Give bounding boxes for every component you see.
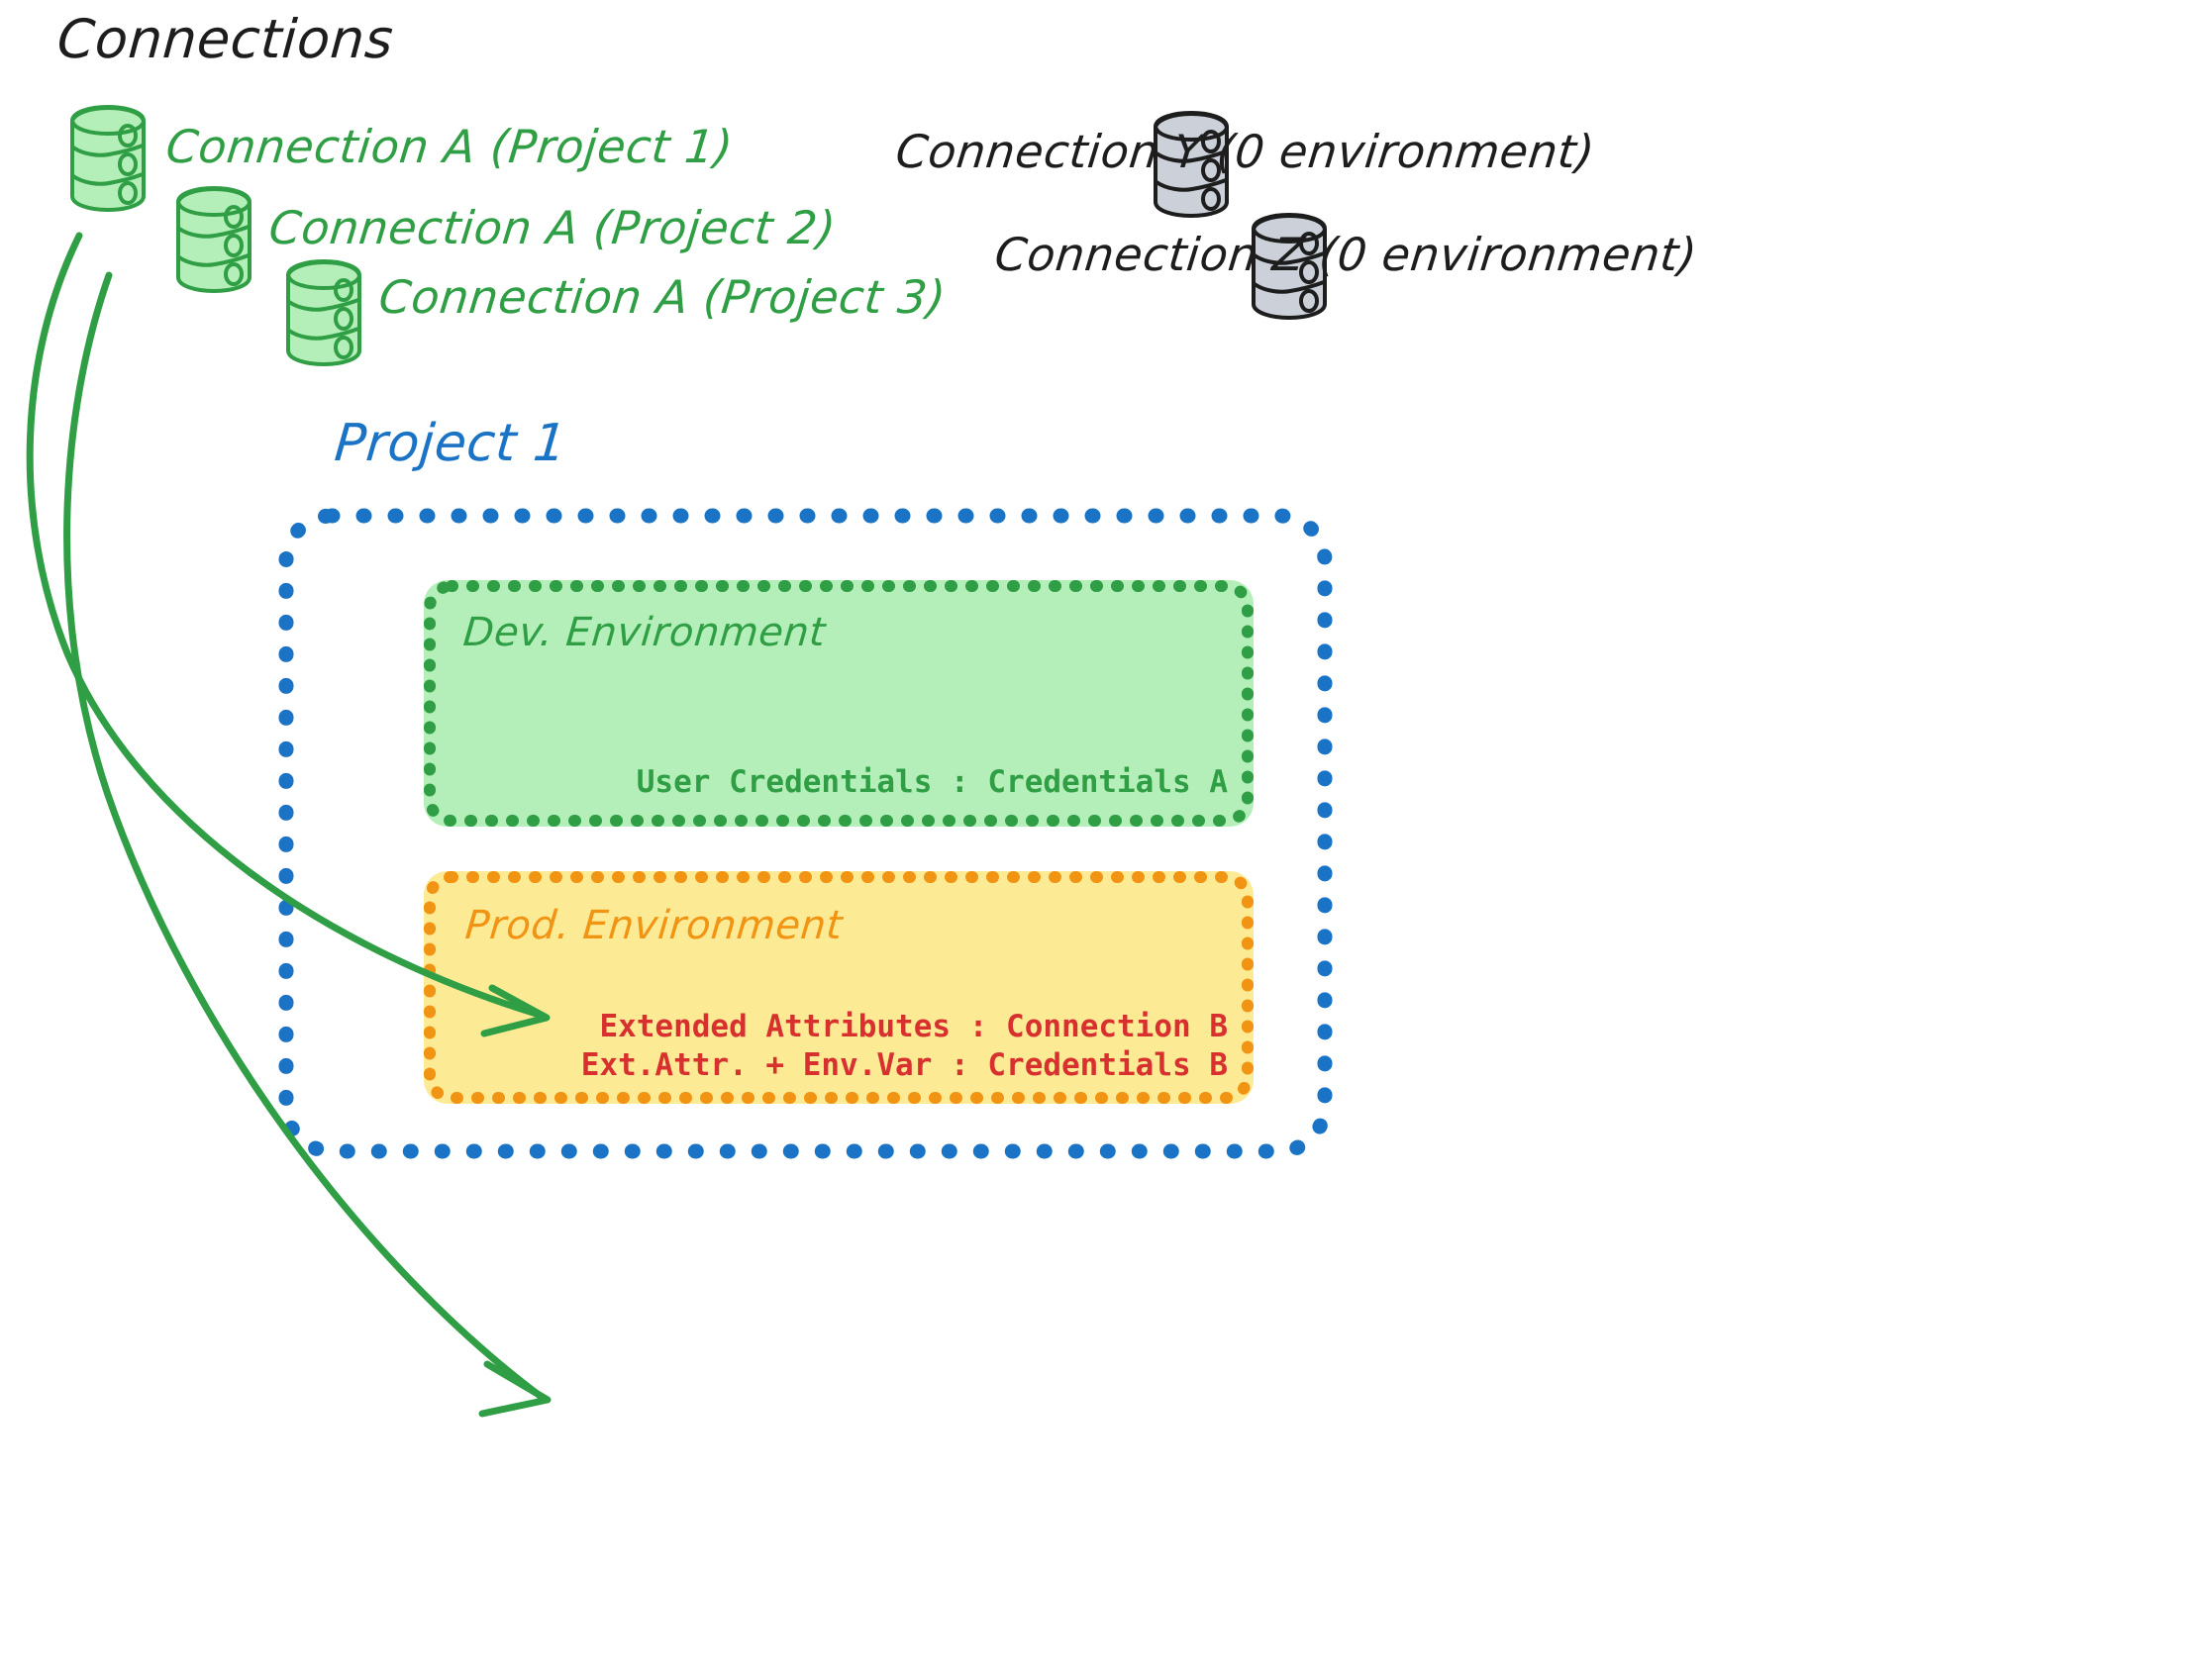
connection-label-a-project-1: Connection A (Project 1) [163, 120, 736, 173]
database-icon [281, 257, 366, 368]
dev-row-user-credentials: User Credentials : Credentials A [636, 764, 1228, 801]
dev-environment-heading: Dev. Environment [460, 610, 828, 655]
project-container [278, 508, 1333, 1159]
prod-row-extended-attributes: Extended Attributes : Connection B [599, 1008, 1228, 1044]
connection-label-a-project-3: Connection A (Project 3) [376, 270, 949, 324]
dev-environment-box: Dev. Environment User Credentials : Cred… [424, 580, 1254, 827]
prod-environment-heading: Prod. Environment [462, 903, 845, 948]
prod-environment-rows: Extended Attributes : Connection B Ext.A… [581, 1008, 1228, 1086]
page-title: Connections [54, 8, 396, 70]
connection-label-y: Connection Y (0 environment) [893, 125, 1598, 178]
project-title: Project 1 [332, 414, 569, 473]
prod-row-ext-attr-env-var: Ext.Attr. + Env.Var : Credentials B [580, 1047, 1228, 1084]
connection-label-a-project-2: Connection A (Project 2) [266, 201, 839, 254]
connection-label-z: Connection Z (0 environment) [992, 228, 1700, 281]
database-icon [1247, 211, 1332, 322]
database-icon [171, 184, 256, 295]
database-icon [1149, 109, 1234, 220]
project-dotted-border [278, 508, 1333, 1159]
dev-environment-rows: User Credentials : Credentials A [637, 763, 1228, 803]
database-icon [65, 103, 151, 214]
prod-environment-box: Prod. Environment Extended Attributes : … [424, 871, 1254, 1104]
